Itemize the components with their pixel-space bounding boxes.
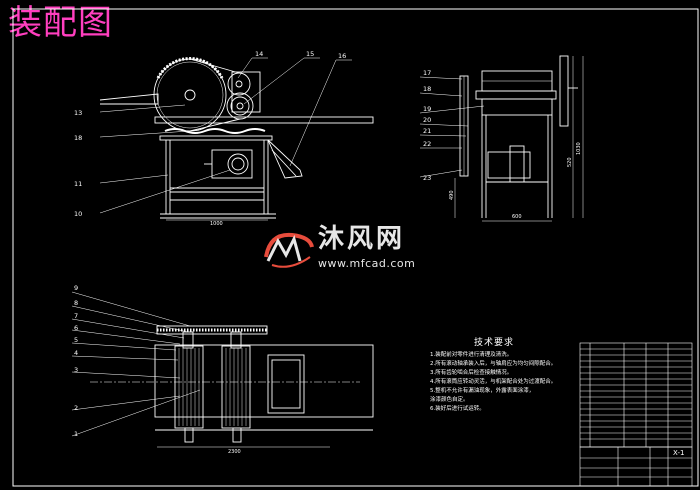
callout-9: 9 (74, 284, 78, 292)
callout-21: 21 (423, 127, 431, 135)
watermark-url: www.mfcad.com (318, 257, 416, 270)
top-view (90, 325, 374, 448)
callout-5: 5 (74, 336, 78, 344)
callout-6: 6 (74, 324, 78, 332)
side-view-leaders (419, 76, 485, 178)
front-view (99, 56, 374, 221)
dimension-front-width: 1000 (210, 221, 223, 227)
drawing-border (12, 8, 699, 487)
callout-17: 17 (423, 69, 431, 77)
watermark-name: 沐风网 (318, 224, 406, 254)
callout-4: 4 (74, 349, 78, 357)
callout-18: 18 (74, 134, 82, 142)
dimension-side-height: 1030 (576, 142, 582, 155)
drawing-number: X-1 (673, 449, 684, 457)
callout-15: 15 (306, 50, 314, 58)
callout-19: 19 (423, 105, 431, 113)
callout-10: 10 (74, 210, 82, 218)
callout-22: 22 (423, 140, 431, 148)
drawing-title: 装配图 (8, 3, 113, 43)
callout-18b: 18 (423, 85, 431, 93)
callout-8: 8 (74, 299, 78, 307)
dimension-top-length: 2300 (228, 449, 241, 455)
dimension-side-left: 490 (449, 190, 455, 200)
tech-requirements-title: 技术要求 (474, 338, 515, 348)
side-view (454, 55, 584, 222)
tech-requirement-3: 3.所有齿轮啮合后检查接触情况。 (430, 370, 513, 376)
callout-1: 1 (74, 430, 78, 438)
callout-23: 23 (423, 174, 431, 182)
tech-requirement-5: 5.整机不允许有漏油现象，外露表面涂漆， (430, 388, 535, 394)
callout-13: 13 (74, 109, 82, 117)
tech-requirement-2: 2.所有滚动轴承装入后，与轴肩应为均匀间隙配合。 (430, 361, 557, 367)
watermark-logo-icon (264, 232, 314, 268)
top-view-leaders (71, 291, 201, 437)
callout-14: 14 (255, 50, 263, 58)
tech-requirement-4: 4.所有滚筒应转动灵活，与机架配合处为过渡配合。 (430, 379, 557, 385)
front-view-leaders (99, 57, 352, 214)
title-block (579, 342, 693, 487)
dimension-side-height-2: 520 (567, 157, 573, 167)
callout-2: 2 (74, 404, 78, 412)
callout-7: 7 (74, 312, 78, 320)
tech-requirement-5b: 涂漆颜色自定。 (430, 397, 469, 403)
callout-3: 3 (74, 366, 78, 374)
callout-11: 11 (74, 180, 82, 188)
callout-16: 16 (338, 52, 346, 60)
tech-requirement-6: 6.装好后进行试运转。 (430, 406, 485, 412)
callout-20: 20 (423, 116, 431, 124)
dimension-side-width: 600 (512, 214, 522, 220)
tech-requirement-1: 1.装配前对零件进行清理及清洗。 (430, 352, 513, 358)
